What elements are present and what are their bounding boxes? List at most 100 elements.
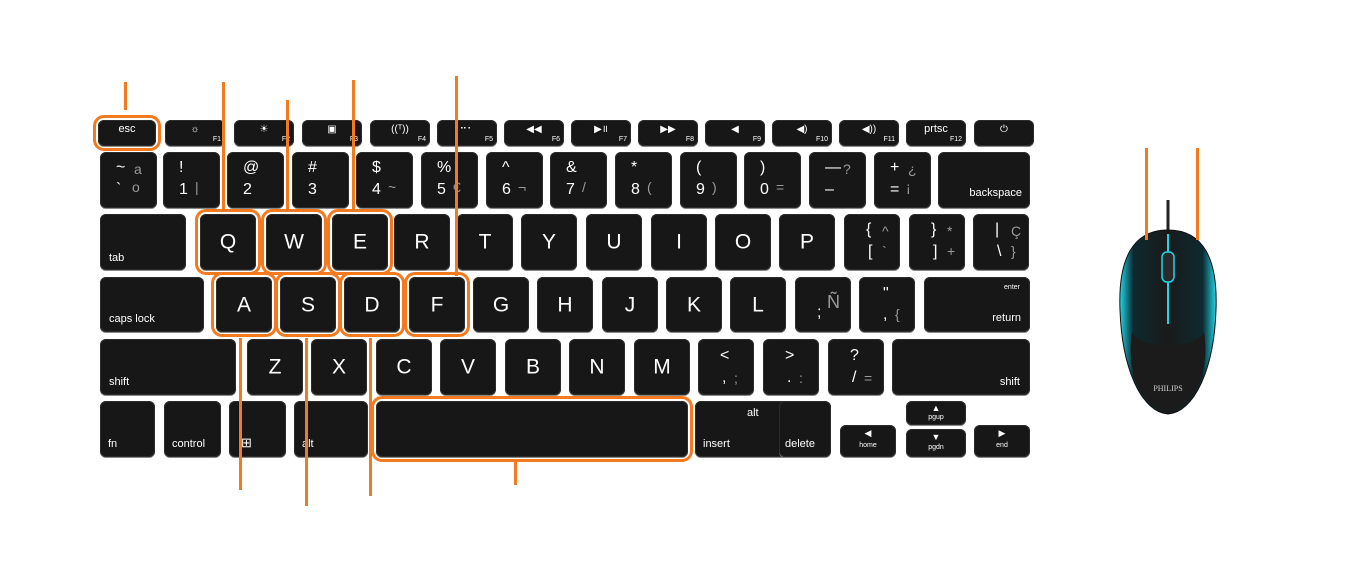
key-comma[interactable]: <,;	[698, 339, 754, 395]
key-d[interactable]: D	[339, 272, 405, 337]
key-home[interactable]: ◀home	[840, 425, 896, 457]
key-sym-11[interactable]: —–?	[809, 152, 866, 208]
key-pgdn[interactable]: ▼ pgdn	[906, 429, 966, 457]
key-fn-11[interactable]: ◀))F11	[839, 120, 899, 146]
key-x[interactable]: X	[311, 339, 367, 395]
key-semicolon[interactable]: ;Ñ	[795, 277, 851, 332]
key-o[interactable]: O	[715, 214, 771, 270]
key-end[interactable]: ▶end	[974, 425, 1030, 457]
key-h[interactable]: H	[537, 277, 593, 332]
key-pgup[interactable]: ▲pgup	[906, 401, 966, 425]
mouse-brand-logo: PHILIPS	[1153, 384, 1182, 393]
key-q[interactable]: Q	[195, 209, 261, 275]
key-label: shift	[109, 376, 130, 388]
key-1[interactable]: !1|	[163, 152, 220, 208]
key-caps-lock[interactable]: caps lock	[100, 277, 204, 332]
key-alt-char: ^	[882, 223, 889, 239]
key-a[interactable]: A	[211, 272, 277, 337]
key-space[interactable]	[371, 396, 693, 462]
key-letter: X	[331, 355, 346, 379]
key-char: .	[787, 369, 792, 386]
key-c[interactable]: C	[376, 339, 432, 395]
key-4[interactable]: $4~	[356, 152, 413, 208]
key-y[interactable]: Y	[521, 214, 577, 270]
key-fn-9[interactable]: ◀F9	[705, 120, 765, 146]
key-backspace[interactable]: backspace	[938, 152, 1030, 208]
key-f[interactable]: F	[404, 272, 470, 337]
key-shift-right[interactable]: shift	[892, 339, 1030, 395]
key-v[interactable]: V	[440, 339, 496, 395]
key-k[interactable]: K	[666, 277, 722, 332]
key-l[interactable]: L	[730, 277, 786, 332]
key-8[interactable]: *8(	[615, 152, 672, 208]
key-fn-0[interactable]: esc	[93, 115, 161, 151]
key-alt-char: ;	[734, 370, 738, 386]
key-9[interactable]: (9)	[680, 152, 737, 208]
key-r[interactable]: R	[394, 214, 450, 270]
scroll-wheel[interactable]	[1161, 251, 1175, 283]
key-label: shift	[999, 376, 1020, 388]
key-p[interactable]: P	[779, 214, 835, 270]
key-t[interactable]: T	[457, 214, 513, 270]
key-n[interactable]: N	[569, 339, 625, 395]
key-g[interactable]: G	[473, 277, 529, 332]
key-label: pgup	[928, 414, 944, 421]
key-5[interactable]: %5€	[421, 152, 478, 208]
key-label: delete	[785, 438, 815, 450]
key-quote[interactable]: ",{	[859, 277, 915, 332]
key-sym-12[interactable]: +=¿¡	[874, 152, 931, 208]
key-shift-char: #	[308, 159, 317, 176]
key-3[interactable]: #3	[292, 152, 349, 208]
key-label: pgdn	[928, 444, 944, 451]
key-label: insert	[703, 438, 730, 450]
key-alt-char: }	[1011, 243, 1016, 259]
key-6[interactable]: ^6¬	[486, 152, 543, 208]
key-letter: J	[624, 293, 636, 316]
key-u[interactable]: U	[586, 214, 642, 270]
key-shift-left[interactable]: shift	[100, 339, 236, 395]
callout-line-w	[286, 100, 289, 210]
key-e[interactable]: E	[327, 209, 393, 275]
key-bracket-0[interactable]: {[^`	[844, 214, 900, 270]
key-0[interactable]: )0=	[744, 152, 801, 208]
key-bracket-1[interactable]: }]*+	[909, 214, 965, 270]
key-alt-char: /	[582, 179, 586, 195]
arrow-down-icon: ▼	[931, 432, 941, 442]
key-fn-label: F2	[282, 136, 290, 143]
key-i[interactable]: I	[651, 214, 707, 270]
key-fn[interactable]: fn	[100, 401, 155, 457]
key-fn-label: F5	[484, 136, 493, 143]
key-s[interactable]: S	[275, 272, 341, 337]
key-fn-8[interactable]: ▶▶F8	[638, 120, 698, 146]
callout-line-e	[352, 80, 355, 210]
key-fn-5[interactable]: ⠒⠂F5	[437, 120, 497, 146]
key-slash[interactable]: ?/=	[828, 339, 884, 395]
key-fn-4[interactable]: ((ᵀ))F4	[370, 120, 430, 146]
key-fn-1[interactable]: ☼F1	[165, 120, 225, 146]
key-m[interactable]: M	[634, 339, 690, 395]
key-delete[interactable]: delete	[779, 401, 831, 457]
key-w[interactable]: W	[261, 209, 327, 275]
key-tab[interactable]: tab	[100, 214, 186, 270]
key-alt-char: a	[134, 161, 142, 177]
key-fn-13[interactable]: ⏻	[974, 120, 1034, 146]
key-fn-6[interactable]: ◀◀F6	[504, 120, 564, 146]
key-j[interactable]: J	[602, 277, 658, 332]
key-b[interactable]: B	[505, 339, 561, 395]
key-2[interactable]: @2	[227, 152, 284, 208]
key-period[interactable]: >.:	[763, 339, 819, 395]
key-control[interactable]: control	[164, 401, 221, 457]
key-bracket-2[interactable]: |\Ç}	[973, 214, 1029, 270]
key-fn-10[interactable]: ◀)F10	[772, 120, 832, 146]
key-z[interactable]: Z	[247, 339, 303, 395]
key-alt-char: +	[947, 243, 956, 259]
key-icon: ◀)	[796, 124, 808, 135]
key-windows[interactable]: ⊞	[229, 401, 286, 457]
key-fn-7[interactable]: ▶॥F7	[571, 120, 631, 146]
key-shift-char: +	[890, 159, 900, 176]
key-7[interactable]: &7/	[550, 152, 607, 208]
key-fn-2[interactable]: ☀F2	[234, 120, 294, 146]
